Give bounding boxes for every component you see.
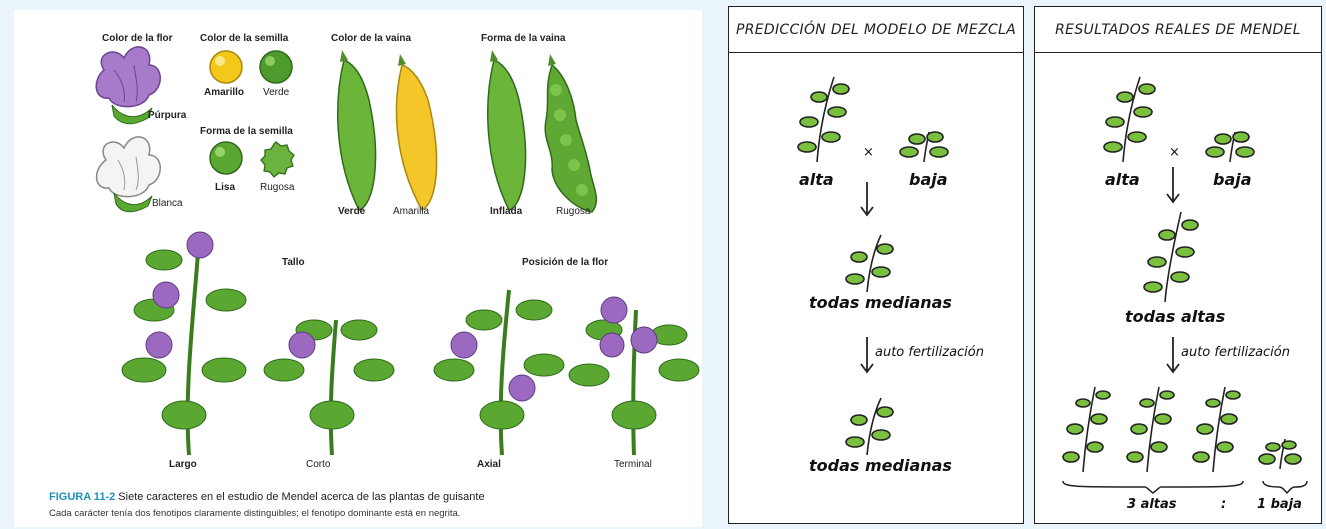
heading-stem: Tallo	[282, 257, 305, 268]
label-wrinkled: Rugosa	[260, 182, 295, 193]
mendel-panel-title: RESULTADOS REALES DE MENDEL	[1035, 7, 1321, 53]
green-pod-image	[337, 50, 377, 211]
label-constricted: Rugosa	[556, 206, 591, 217]
blending-f2-label: todas medianas	[809, 456, 952, 475]
mendel-ratio-separator: :	[1221, 497, 1227, 512]
heading-flower-color: Color de la flor	[102, 33, 173, 44]
blending-self-label: auto fertilización	[875, 345, 984, 360]
figure-caption: FIGURA 11-2 Siete caracteres en el estud…	[49, 491, 485, 503]
mendel-self-label: auto fertilización	[1181, 345, 1290, 360]
yellow-seed-image	[209, 50, 243, 84]
heading-pod-shape: Forma de la vaina	[481, 33, 566, 44]
white-flower-image	[95, 136, 161, 213]
label-yellow: Amarillo	[204, 87, 245, 98]
mendel-ratio-tall: 3 altas	[1127, 497, 1177, 512]
tall-plant-image	[121, 231, 247, 456]
heading-flower-position: Posición de la flor	[522, 257, 609, 268]
trait-illustrations	[95, 46, 700, 456]
label-pod-yellow: Amarilla	[393, 206, 430, 217]
mendel-short-label: baja	[1213, 170, 1252, 189]
label-smooth: Lisa	[215, 182, 236, 193]
heading-seed-color: Color de la semilla	[200, 33, 289, 44]
smooth-seed-image	[209, 141, 243, 175]
terminal-plant-image	[568, 296, 700, 456]
heading-pod-color: Color de la vaina	[331, 33, 412, 44]
caption-subtitle: Cada carácter tenía dos fenotipos claram…	[49, 508, 461, 519]
caption-title: Siete caracteres en el estudio de Mendel…	[118, 491, 485, 503]
blending-panel-title: PREDICCIÓN DEL MODELO DE MEZCLA	[729, 7, 1023, 53]
label-short: Corto	[306, 459, 331, 470]
caption-number: FIGURA 11-2	[49, 491, 116, 503]
label-purple: Púrpura	[148, 110, 187, 121]
mendel-tall-label: alta	[1105, 170, 1140, 189]
mendel-f1-label: todas altas	[1125, 307, 1226, 326]
label-green: Verde	[263, 87, 290, 98]
yellow-pod-image	[395, 54, 438, 211]
constricted-pod-image	[544, 54, 598, 213]
mendel-results-panel: RESULTADOS REALES DE MENDEL	[1034, 6, 1322, 524]
mendel-cross-symbol: ×	[1169, 145, 1180, 160]
heading-seed-shape: Forma de la semilla	[200, 126, 293, 137]
blending-tall-label: alta	[799, 170, 834, 189]
label-white: Blanca	[152, 198, 183, 209]
label-terminal: Terminal	[614, 459, 652, 470]
short-plant-image	[263, 319, 395, 456]
label-tall: Largo	[169, 459, 197, 470]
blending-model-panel: PREDICCIÓN DEL MODELO DE MEZCLA	[728, 6, 1024, 524]
mendel-ratio-short: 1 baja	[1257, 497, 1302, 512]
purple-flower-image	[95, 46, 161, 125]
axial-plant-image	[433, 289, 565, 456]
blending-short-label: baja	[909, 170, 948, 189]
mendel-traits-figure: Color de la flor Color de la semilla For…	[14, 10, 702, 527]
blending-cross-symbol: ×	[863, 145, 874, 160]
blending-plants	[797, 76, 949, 456]
label-axial: Axial	[477, 459, 501, 470]
wrinkled-seed-image	[260, 141, 295, 178]
blending-f1-label: todas medianas	[809, 293, 952, 312]
green-seed-image	[259, 50, 293, 84]
label-inflated: Inflada	[490, 206, 523, 217]
label-pod-green: Verde	[338, 206, 366, 217]
mendel-plants	[1062, 76, 1308, 495]
inflated-pod-image	[487, 50, 527, 211]
